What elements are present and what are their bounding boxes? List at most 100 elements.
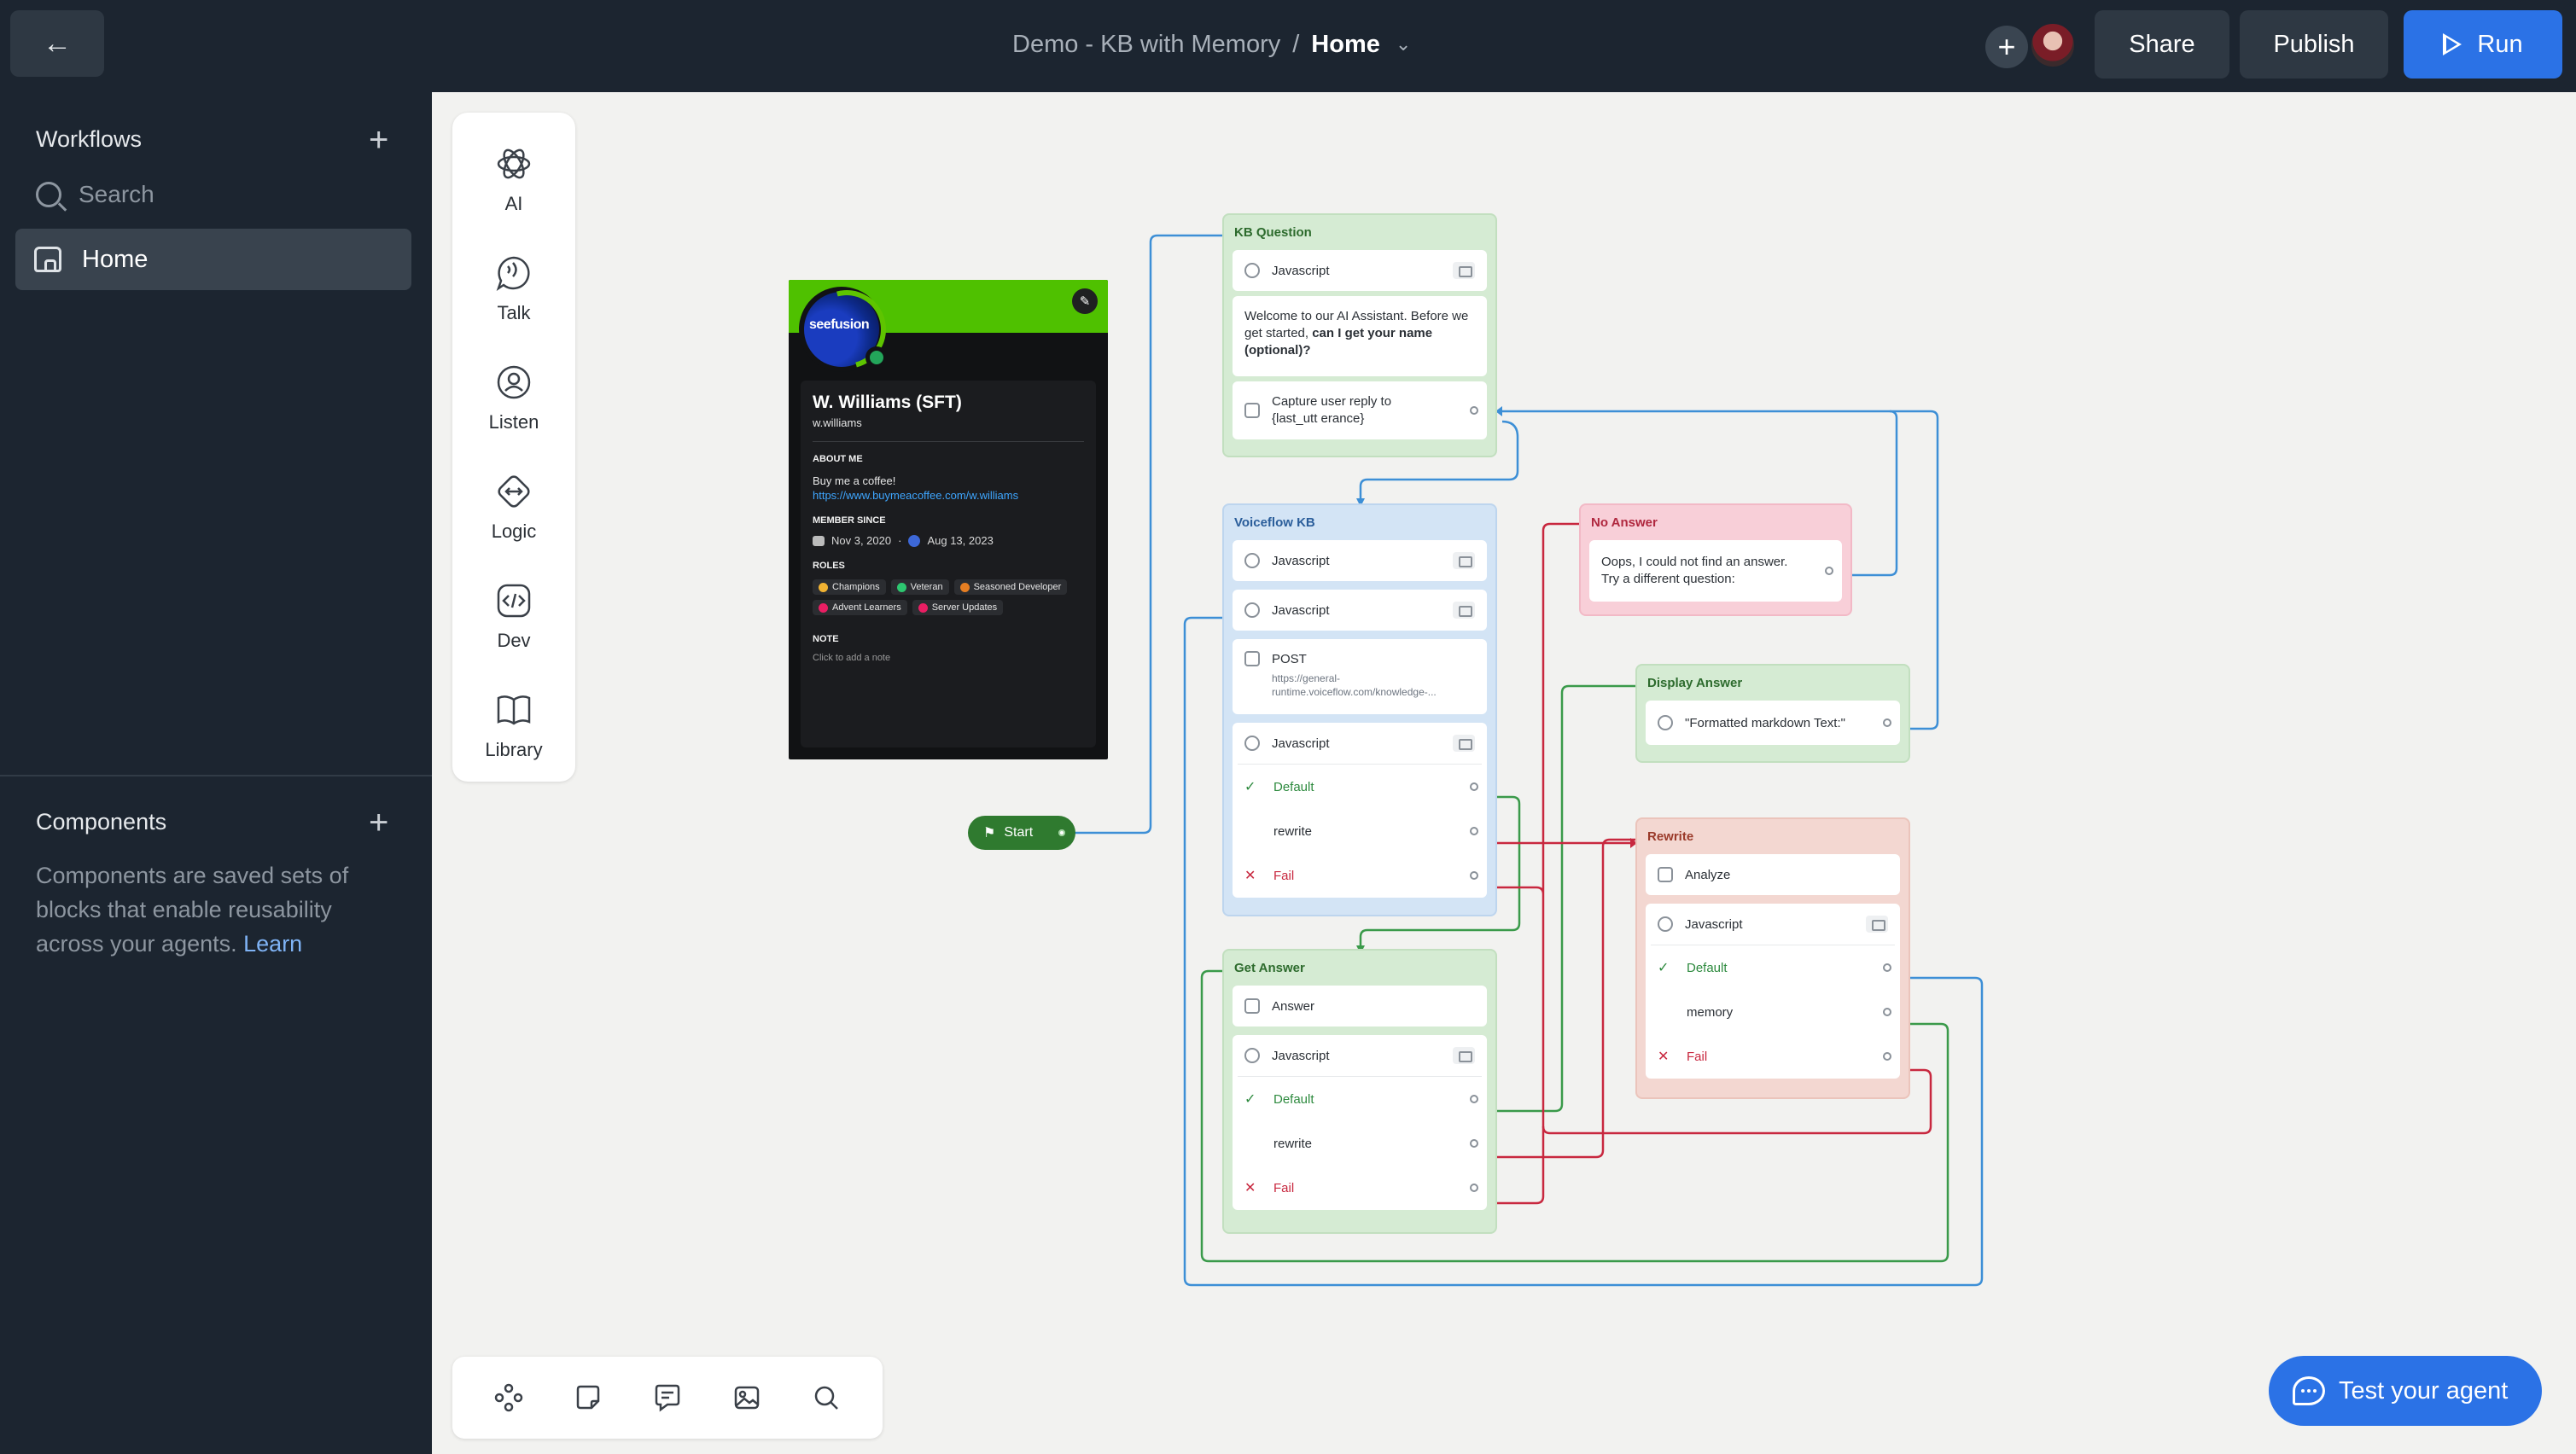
- output-port[interactable]: [1470, 1184, 1478, 1192]
- node-no-answer[interactable]: No Answer Oops, I could not find an answ…: [1579, 503, 1852, 616]
- palette-label: Library: [485, 739, 543, 760]
- output-port[interactable]: [1470, 406, 1478, 415]
- share-button[interactable]: Share: [2095, 10, 2229, 79]
- output-port[interactable]: [1470, 871, 1478, 880]
- path-rewrite[interactable]: rewrite: [1233, 809, 1487, 853]
- about-link[interactable]: https://www.buymeacoffee.com/w.williams: [813, 489, 1019, 502]
- path-default[interactable]: ✓ Default: [1233, 765, 1487, 809]
- output-port[interactable]: [1883, 1008, 1891, 1016]
- output-port[interactable]: [1470, 1095, 1478, 1103]
- palette-logic[interactable]: Logic: [452, 452, 575, 561]
- path-rewrite[interactable]: rewrite: [1233, 1121, 1487, 1166]
- test-agent-button[interactable]: Test your agent: [2269, 1356, 2542, 1426]
- code-icon: [1244, 553, 1260, 568]
- step-answer[interactable]: Answer: [1233, 986, 1487, 1027]
- path-fail[interactable]: ✕ Fail: [1646, 1034, 1900, 1079]
- components-tool[interactable]: [492, 1381, 526, 1415]
- learn-link[interactable]: Learn: [243, 931, 303, 957]
- step-javascript[interactable]: Javascript: [1233, 250, 1487, 291]
- step-javascript[interactable]: Javascript: [1233, 590, 1487, 631]
- editor-icon[interactable]: [1453, 552, 1475, 569]
- back-button[interactable]: ←: [10, 10, 104, 77]
- palette-library[interactable]: Library: [452, 671, 575, 780]
- editor-icon[interactable]: [1866, 916, 1888, 933]
- project-name[interactable]: Demo - KB with Memory: [1012, 30, 1281, 58]
- chevron-down-icon[interactable]: ⌄: [1395, 33, 1412, 55]
- member-date-server: Aug 13, 2023: [927, 534, 994, 547]
- note-icon: [576, 1385, 600, 1410]
- step-analyze[interactable]: Analyze: [1646, 854, 1900, 895]
- home-icon: [34, 247, 61, 272]
- start-label: Start: [1004, 825, 1034, 840]
- node-rewrite[interactable]: Rewrite Analyze Javascript ✓ Default mem…: [1635, 817, 1910, 1099]
- editor-icon[interactable]: [1453, 1047, 1475, 1064]
- date-separator: ·: [898, 534, 902, 547]
- sticky-note-tool[interactable]: [571, 1381, 605, 1415]
- listen-icon: [497, 365, 531, 399]
- path-fail[interactable]: ✕ Fail: [1233, 853, 1487, 898]
- step-javascript[interactable]: Javascript: [1233, 723, 1487, 764]
- edit-icon[interactable]: ✎: [1072, 288, 1098, 314]
- top-bar: ← Demo - KB with Memory / Home ⌄ + Share…: [0, 0, 2576, 92]
- output-port[interactable]: [1883, 963, 1891, 972]
- step-javascript-paths: Javascript ✓ Default rewrite ✕ Fail: [1233, 1035, 1487, 1210]
- palette-talk[interactable]: Talk: [452, 234, 575, 343]
- path-memory[interactable]: memory: [1646, 990, 1900, 1034]
- step-capture[interactable]: Capture user reply to {last_utt erance}: [1233, 381, 1487, 439]
- step-javascript[interactable]: Javascript: [1233, 540, 1487, 581]
- add-workflow-button[interactable]: +: [369, 121, 389, 159]
- step-message[interactable]: "Formatted markdown Text:": [1646, 701, 1900, 745]
- step-message[interactable]: Welcome to our AI Assistant. Before we g…: [1233, 296, 1487, 376]
- path-default[interactable]: ✓ Default: [1646, 945, 1900, 990]
- editor-icon[interactable]: [1453, 602, 1475, 619]
- add-collaborator-button[interactable]: +: [1985, 26, 2028, 68]
- role-badge: Server Updates: [912, 600, 1004, 615]
- profile-name: W. Williams (SFT): [813, 393, 962, 412]
- node-voiceflow-kb[interactable]: Voiceflow KB Javascript Javascript POST …: [1222, 503, 1497, 916]
- output-port[interactable]: [1470, 782, 1478, 791]
- output-port[interactable]: [1825, 567, 1833, 575]
- node-display-answer[interactable]: Display Answer "Formatted markdown Text:…: [1635, 664, 1910, 763]
- server-icon: [908, 534, 921, 547]
- path-default[interactable]: ✓ Default: [1233, 1077, 1487, 1121]
- divider: [1238, 764, 1482, 765]
- message-icon: [1658, 715, 1673, 730]
- output-port[interactable]: [1470, 1139, 1478, 1148]
- set-variable-icon: [1658, 867, 1673, 882]
- node-kb-question[interactable]: KB Question Javascript Welcome to our AI…: [1222, 213, 1497, 457]
- comment-tool[interactable]: [650, 1381, 685, 1415]
- avatar[interactable]: [2030, 22, 2076, 68]
- start-node[interactable]: ⚑ Start: [968, 816, 1075, 850]
- logo-text: seefusion: [809, 317, 870, 332]
- image-icon: [734, 1386, 760, 1410]
- message-text: Oops, I could not find an answer. Try a …: [1601, 555, 1788, 586]
- note-field[interactable]: Click to add a note: [813, 653, 891, 663]
- node-get-answer[interactable]: Get Answer Answer Javascript ✓ Default r…: [1222, 949, 1497, 1234]
- output-port[interactable]: [1883, 718, 1891, 727]
- step-javascript[interactable]: Javascript: [1646, 904, 1900, 945]
- x-icon: ✕: [1244, 869, 1256, 883]
- path-fail[interactable]: ✕ Fail: [1233, 1166, 1487, 1210]
- palette-listen[interactable]: Listen: [452, 343, 575, 452]
- step-api-post[interactable]: POST https://general-runtime.voiceflow.c…: [1233, 639, 1487, 714]
- sidebar-item-home[interactable]: Home: [15, 229, 411, 290]
- output-port[interactable]: [1470, 827, 1478, 835]
- step-message[interactable]: Oops, I could not find an answer. Try a …: [1589, 540, 1842, 602]
- palette-ai[interactable]: AI: [452, 125, 575, 234]
- current-workflow[interactable]: Home: [1311, 30, 1380, 58]
- start-port[interactable]: [1055, 826, 1069, 840]
- publish-button[interactable]: Publish: [2240, 10, 2388, 79]
- path-label: Default: [1273, 779, 1314, 794]
- run-button[interactable]: Run: [2404, 10, 2562, 79]
- block-palette: AI Talk Listen Logic Dev Library: [452, 113, 575, 782]
- image-tool[interactable]: [730, 1381, 764, 1415]
- search-tool[interactable]: [809, 1381, 843, 1415]
- book-icon: [497, 695, 531, 725]
- search-input[interactable]: Search: [36, 181, 154, 208]
- editor-icon[interactable]: [1453, 262, 1475, 279]
- output-port[interactable]: [1883, 1052, 1891, 1061]
- add-component-button[interactable]: +: [369, 804, 389, 841]
- palette-dev[interactable]: Dev: [452, 561, 575, 671]
- editor-icon[interactable]: [1453, 735, 1475, 752]
- step-javascript[interactable]: Javascript: [1233, 1035, 1487, 1076]
